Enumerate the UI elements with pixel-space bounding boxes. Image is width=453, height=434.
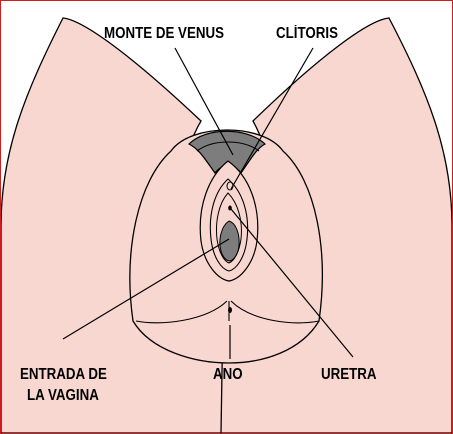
label-anus: ANO — [213, 365, 243, 385]
label-vaginal-opening-line2: LA VAGINA — [27, 386, 99, 406]
label-vaginal-opening-line1: ENTRADA DE — [20, 365, 107, 385]
label-urethra: URETRA — [321, 365, 377, 385]
label-clitoris: CLÍTORIS — [276, 24, 338, 44]
label-mons-pubis: MONTE DE VENUS — [104, 24, 224, 44]
anus-shape — [228, 307, 232, 313]
